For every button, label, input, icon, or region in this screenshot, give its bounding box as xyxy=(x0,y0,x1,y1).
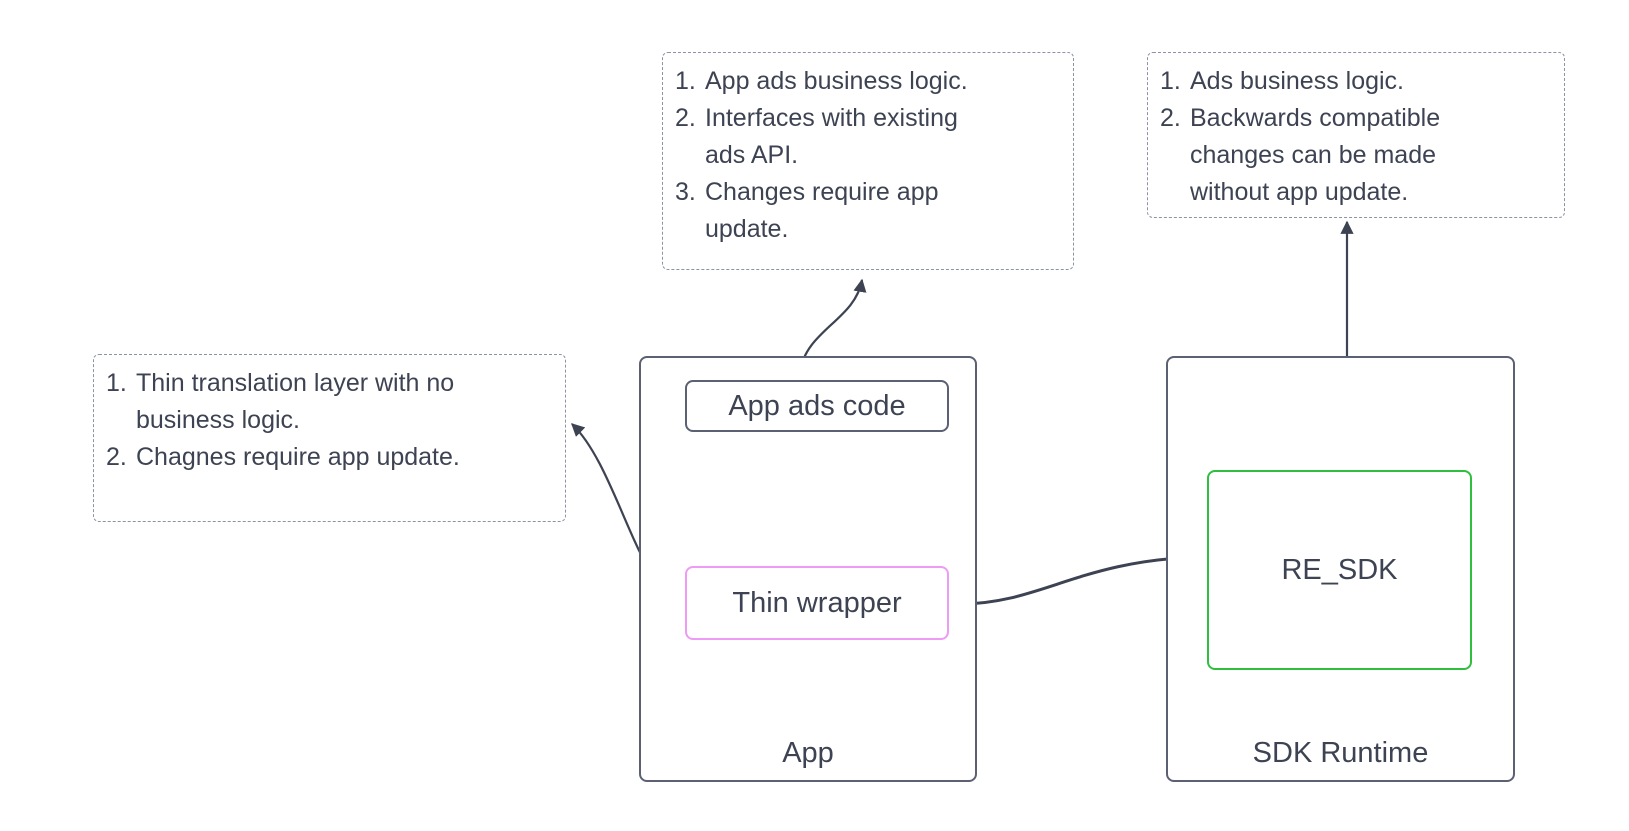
node-app-ads-code[interactable]: App ads code xyxy=(685,380,949,432)
node-re-sdk[interactable]: RE_SDK xyxy=(1207,470,1472,670)
container-app-label: App xyxy=(782,737,834,769)
note-item: Changes require app update. xyxy=(675,174,939,243)
note-item: Chagnes require app update. xyxy=(106,439,460,476)
note-app-ads-code-list: App ads business logic. Interfaces with … xyxy=(675,63,1059,248)
note-re-sdk: Ads business logic. Backwards compatible… xyxy=(1147,52,1565,218)
note-app-ads-code: App ads business logic. Interfaces with … xyxy=(662,52,1074,270)
arrow-thin-wrapper-to-re-sdk xyxy=(958,548,1202,613)
note-thin-wrapper: Thin translation layer with no business … xyxy=(93,354,566,522)
note-item: Thin translation layer with no business … xyxy=(106,365,455,434)
note-item: App ads business logic. xyxy=(675,63,968,100)
container-sdk-runtime-label: SDK Runtime xyxy=(1252,737,1429,769)
note-re-sdk-list: Ads business logic. Backwards compatible… xyxy=(1160,63,1550,211)
note-item: Ads business logic. xyxy=(1160,63,1405,100)
note-thin-wrapper-list: Thin translation layer with no business … xyxy=(106,365,551,476)
note-item: Backwards compatible changes can be made… xyxy=(1160,100,1441,206)
note-item: Interfaces with existing ads API. xyxy=(675,100,958,169)
node-thin-wrapper[interactable]: Thin wrapper xyxy=(685,566,949,640)
